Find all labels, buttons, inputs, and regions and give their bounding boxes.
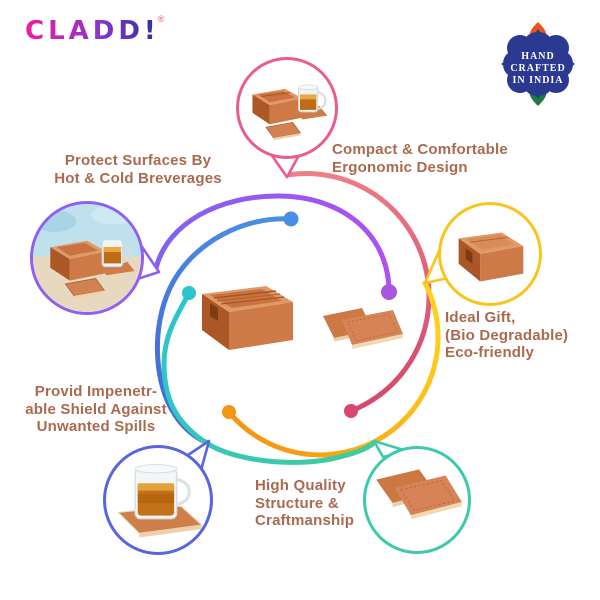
mini-holder-box [252,88,303,125]
label-line: Hot & Cold Breverages [54,169,222,187]
label-line: Protect Surfaces By [64,152,212,169]
dot-ergonomic [344,404,358,418]
label-line: Structure & [255,494,339,512]
bubble-protect [30,201,144,315]
label-line: Eco-friendly [445,344,535,361]
label-line: (Bio Degradable) [445,326,569,344]
brand-logo-text: CLADD! [25,16,160,46]
mini-holder-box [50,240,107,281]
coaster-holder-box [202,286,293,350]
label-line: Unwanted Spills [36,418,156,435]
label-line: Ergonomic Design [332,158,468,176]
dot-quality [182,286,196,300]
label-line: Compact & Comfortable [332,141,508,158]
label-line: High Quality [255,477,346,494]
loose-coaster-front [342,310,403,349]
label-line: Ideal Gift, [445,309,516,326]
brand-logo: CLADD!® [25,14,166,46]
mini-coaster-front [394,475,462,520]
label-line: Provid Impenetr- [34,383,158,400]
mini-coaster [265,121,302,141]
mini-cup-on-coaster [294,84,328,120]
bubble-ergonomic [236,57,338,159]
dot-protect [381,284,397,300]
handcrafted-in-india-badge: HAND CRAFTED IN INDIA [501,22,575,106]
badge-line-2: CRAFTED [510,63,565,74]
label-line: Craftmanship [255,512,355,529]
arc-gift [226,280,441,458]
feature-label-protect: Protect Surfaces By Hot & Cold Breverage… [38,152,238,187]
coaster-set-illustration [202,286,403,350]
bubble-shield [103,445,213,555]
dot-shield [283,211,299,227]
registered-trademark-icon: ® [157,14,165,24]
bubble-gift [438,202,542,306]
main-product-image [190,272,405,367]
badge-line-1: HAND [521,51,554,62]
bubble-gift-photo [458,232,524,282]
bubble-shield-photo [117,464,203,538]
bubble-quality [363,446,471,554]
arc-quality [161,290,377,465]
bubble-protect-photo [33,204,141,312]
arc-protect [153,193,392,295]
badge-text: HAND CRAFTED IN INDIA [510,51,565,86]
label-line: able Shield Against [25,400,167,418]
mini-cup-on-coaster [97,239,135,276]
dot-gift [222,405,236,419]
mini-coaster [64,278,106,299]
feature-label-shield: Provid Impenetr- able Shield Against Unw… [10,383,182,436]
feature-label-quality: High Quality Structure & Craftmanship [255,477,395,530]
badge-line-3: IN INDIA [512,75,563,86]
feature-label-ergonomic: Compact & Comfortable Ergonomic Design [332,141,532,176]
arc-ergonomic [284,171,432,414]
mini-tea-glass [134,464,191,520]
badge-medallion [501,29,575,99]
bubble-ergonomic-photo [252,84,328,141]
mini-holder-box [458,232,524,282]
feature-label-gift: Ideal Gift, (Bio Degradable) Eco-friendl… [445,309,595,362]
bubble-quality-photo [376,469,462,520]
